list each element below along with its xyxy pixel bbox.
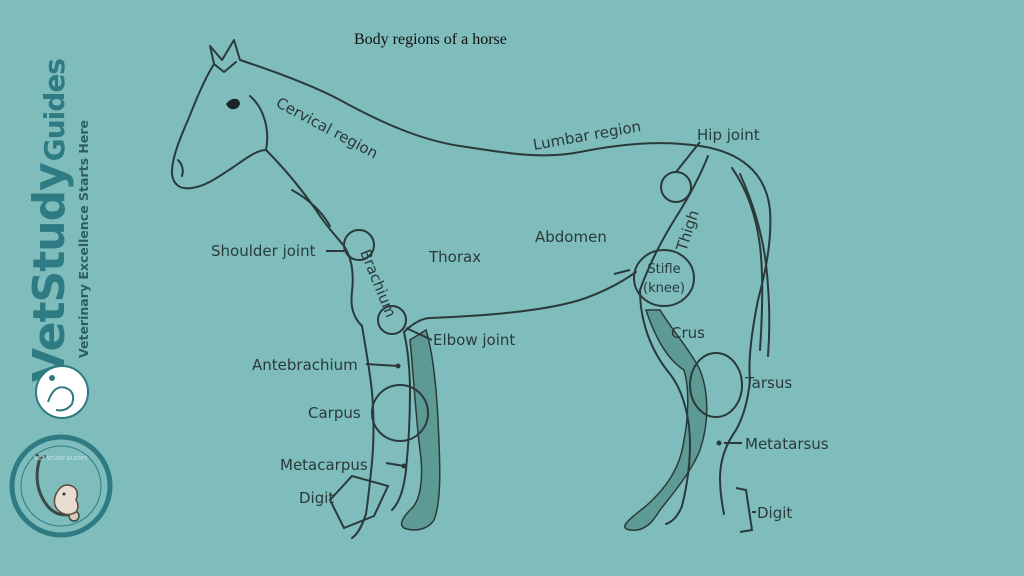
label-antebrachium: Antebrachium [252, 356, 358, 374]
stifle-circle [633, 249, 695, 307]
brand-badge-text: VET STUDY GUIDES [34, 456, 88, 462]
elbow-joint-circle [377, 305, 407, 335]
label-carpus: Carpus [308, 404, 361, 422]
diagram-title: Body regions of a horse [354, 31, 507, 48]
label-hip-joint: Hip joint [697, 126, 760, 144]
label-crus: Crus [671, 324, 705, 342]
label-thorax: Thorax [428, 248, 481, 266]
label-lumbar-region: Lumbar region [532, 117, 643, 154]
horse-eye-icon [226, 98, 240, 110]
carpus-circle [371, 384, 429, 442]
label-digit-hind: Digit [757, 504, 792, 522]
label-digit-fore: Digit [299, 489, 334, 507]
label-tarsus: Tarsus [744, 374, 792, 392]
brand-badge-logo: VET STUDY GUIDES [9, 434, 113, 538]
leader-lines [326, 141, 756, 533]
label-elbow-joint: Elbow joint [433, 331, 515, 349]
label-shoulder-joint: Shoulder joint [211, 242, 316, 260]
label-metatarsus: Metatarsus [745, 435, 829, 453]
tarsus-circle [689, 352, 743, 418]
shaded-limb-areas [400, 309, 708, 531]
brand-avatar-icon [35, 365, 89, 419]
label-stifle: Stifle [647, 262, 680, 277]
label-knee: (knee) [643, 281, 685, 296]
hip-joint-circle [660, 171, 692, 203]
label-metacarpus: Metacarpus [280, 456, 368, 474]
label-abdomen: Abdomen [535, 228, 607, 246]
joint-markers [343, 171, 743, 442]
label-brachium: Brachium [356, 247, 400, 320]
shoulder-joint-circle [343, 229, 375, 261]
label-cervical-region: Cervical region [273, 94, 381, 163]
leader-dots [395, 363, 722, 469]
